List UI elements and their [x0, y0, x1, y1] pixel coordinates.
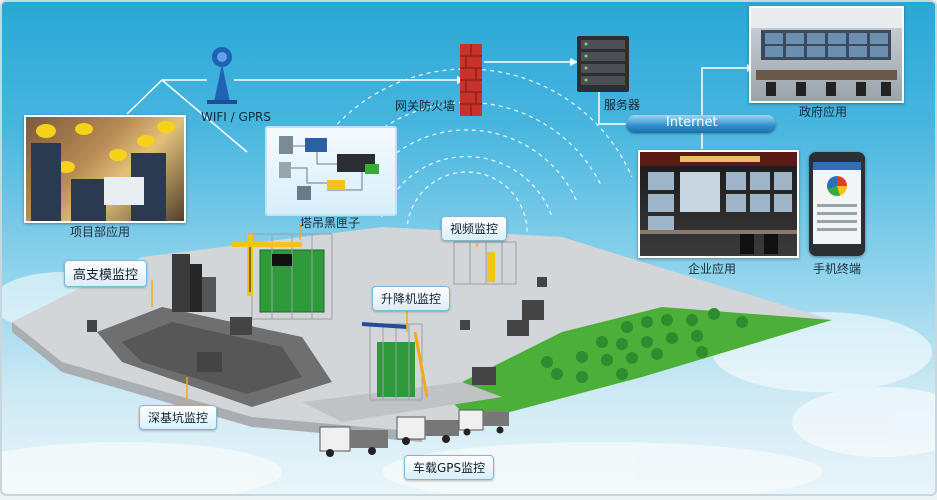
crane-blackbox-label: 塔吊黑匣子: [300, 216, 361, 230]
internet-pipe: [626, 115, 776, 133]
site-structures: [87, 277, 547, 385]
wifi-label: WIFI / GPRS: [201, 110, 272, 124]
tower-crane: [232, 233, 333, 320]
phone-screen: [813, 162, 861, 244]
phone-list-line: [817, 220, 857, 223]
mobile-phone-image: [809, 152, 865, 256]
blackbox-devices-art: [279, 136, 379, 200]
phone-gauge-icon: [827, 176, 847, 196]
server-rack-icon: [577, 36, 629, 92]
government-label: 政府应用: [799, 105, 848, 119]
scene-svg: [2, 36, 935, 494]
trees: [541, 308, 748, 383]
tag-high-formwork: 高支模监控: [64, 260, 148, 287]
tag-foundation-pit: 深基坑监控: [139, 405, 218, 430]
project-team-photo: [24, 115, 186, 223]
team-photo-art: [31, 121, 175, 221]
internet-label: Internet: [666, 115, 718, 130]
trucks: [319, 409, 509, 457]
enterprise-label: 企业应用: [688, 262, 737, 276]
tag-vehicle-gps: 车载GPS监控: [404, 455, 495, 480]
enterprise-monitor-room-photo: [638, 150, 799, 258]
mobile-label: 手机终端: [813, 262, 862, 276]
phone-list-line: [817, 204, 857, 207]
government-control-room-photo: [749, 6, 904, 103]
firewall-label: 网关防火墙: [395, 99, 456, 113]
firewall-icon: [460, 44, 482, 116]
enterprise-room-art: [640, 152, 797, 254]
server-label: 服务器: [604, 98, 641, 112]
video-tower: [453, 241, 517, 285]
tag-hoist: 升降机监控: [372, 286, 451, 311]
tag-video-monitoring: 视频监控: [441, 216, 508, 241]
wifi-antenna-icon: [207, 47, 237, 104]
high-formwork-building: [172, 254, 216, 312]
project-dept-label: 项目部应用: [70, 225, 131, 239]
phone-list-line: [817, 228, 857, 231]
hoist-building: [361, 322, 429, 401]
arrow-to-server: [570, 58, 578, 66]
network-lines: [126, 61, 747, 153]
phone-header-bar: [813, 162, 861, 170]
crane-blackbox-card: [265, 126, 397, 216]
control-room-art: [751, 8, 902, 96]
phone-list-line: [817, 212, 857, 215]
